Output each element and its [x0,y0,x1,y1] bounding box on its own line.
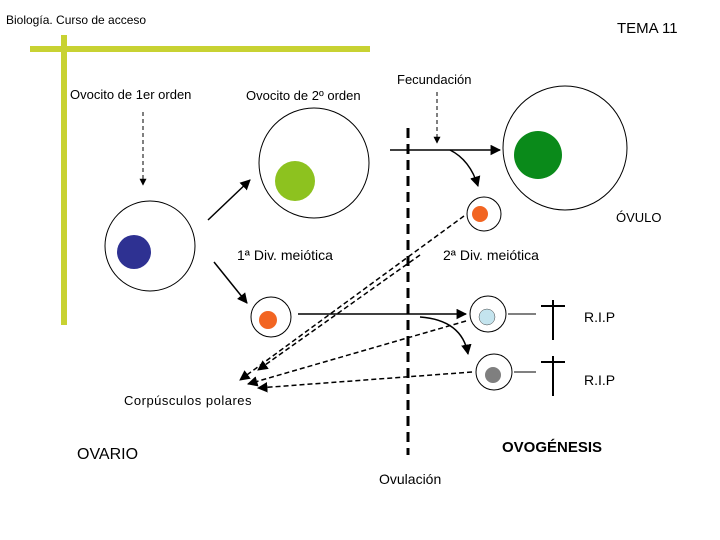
cross-icon [541,300,565,340]
arrow-rip1-to-corpusculos [246,320,467,387]
label-rip2: R.I.P [584,372,616,388]
accent-bar-horizontal [30,46,370,52]
primary-oocyte [104,200,196,292]
label-div1: 1ª Div. meiótica [237,247,333,263]
label-ovogenesis: OVOGÉNESIS [502,439,603,456]
label-fecundacion: Fecundación [397,72,472,87]
cross-icon [541,356,565,396]
accent-bar-vertical [61,35,67,325]
fertilized-cell [502,85,628,211]
label-ovocito1: Ovocito de 1er orden [70,87,192,102]
label-corpusculos: Corpúsculos polares [124,393,253,408]
arrow-polar-to-rip2 [419,316,472,356]
nucleus-secondary [275,161,315,201]
ovum [466,196,502,232]
arrow-rip2-to-corpusculos [256,371,473,393]
first-polar-body [250,296,292,338]
polar-body-rip-2 [475,353,513,391]
arrow-div1 [213,261,248,304]
arrow-to-secondary [207,179,251,221]
arrow-div2 [257,254,421,371]
label-ovocito2: Ovocito de 2º orden [246,88,361,103]
label-rip1: R.I.P [584,309,616,325]
label-div2: 2ª Div. meiótica [443,247,539,263]
label-ovulo: ÓVULO [616,210,662,225]
nucleus-primary [117,235,151,269]
nucleus-fertilized [514,131,562,179]
polar-body-rip-1 [469,295,507,333]
label-ovario: OVARIO [77,446,139,463]
label-ovulacion: Ovulación [379,471,442,487]
header-course: Biología. Curso de acceso [6,13,147,27]
arrow-to-ovum [449,149,481,188]
secondary-oocyte [258,107,370,219]
arrow-ovum-to-corpusculos [239,215,465,381]
header-topic: TEMA 11 [617,20,678,37]
